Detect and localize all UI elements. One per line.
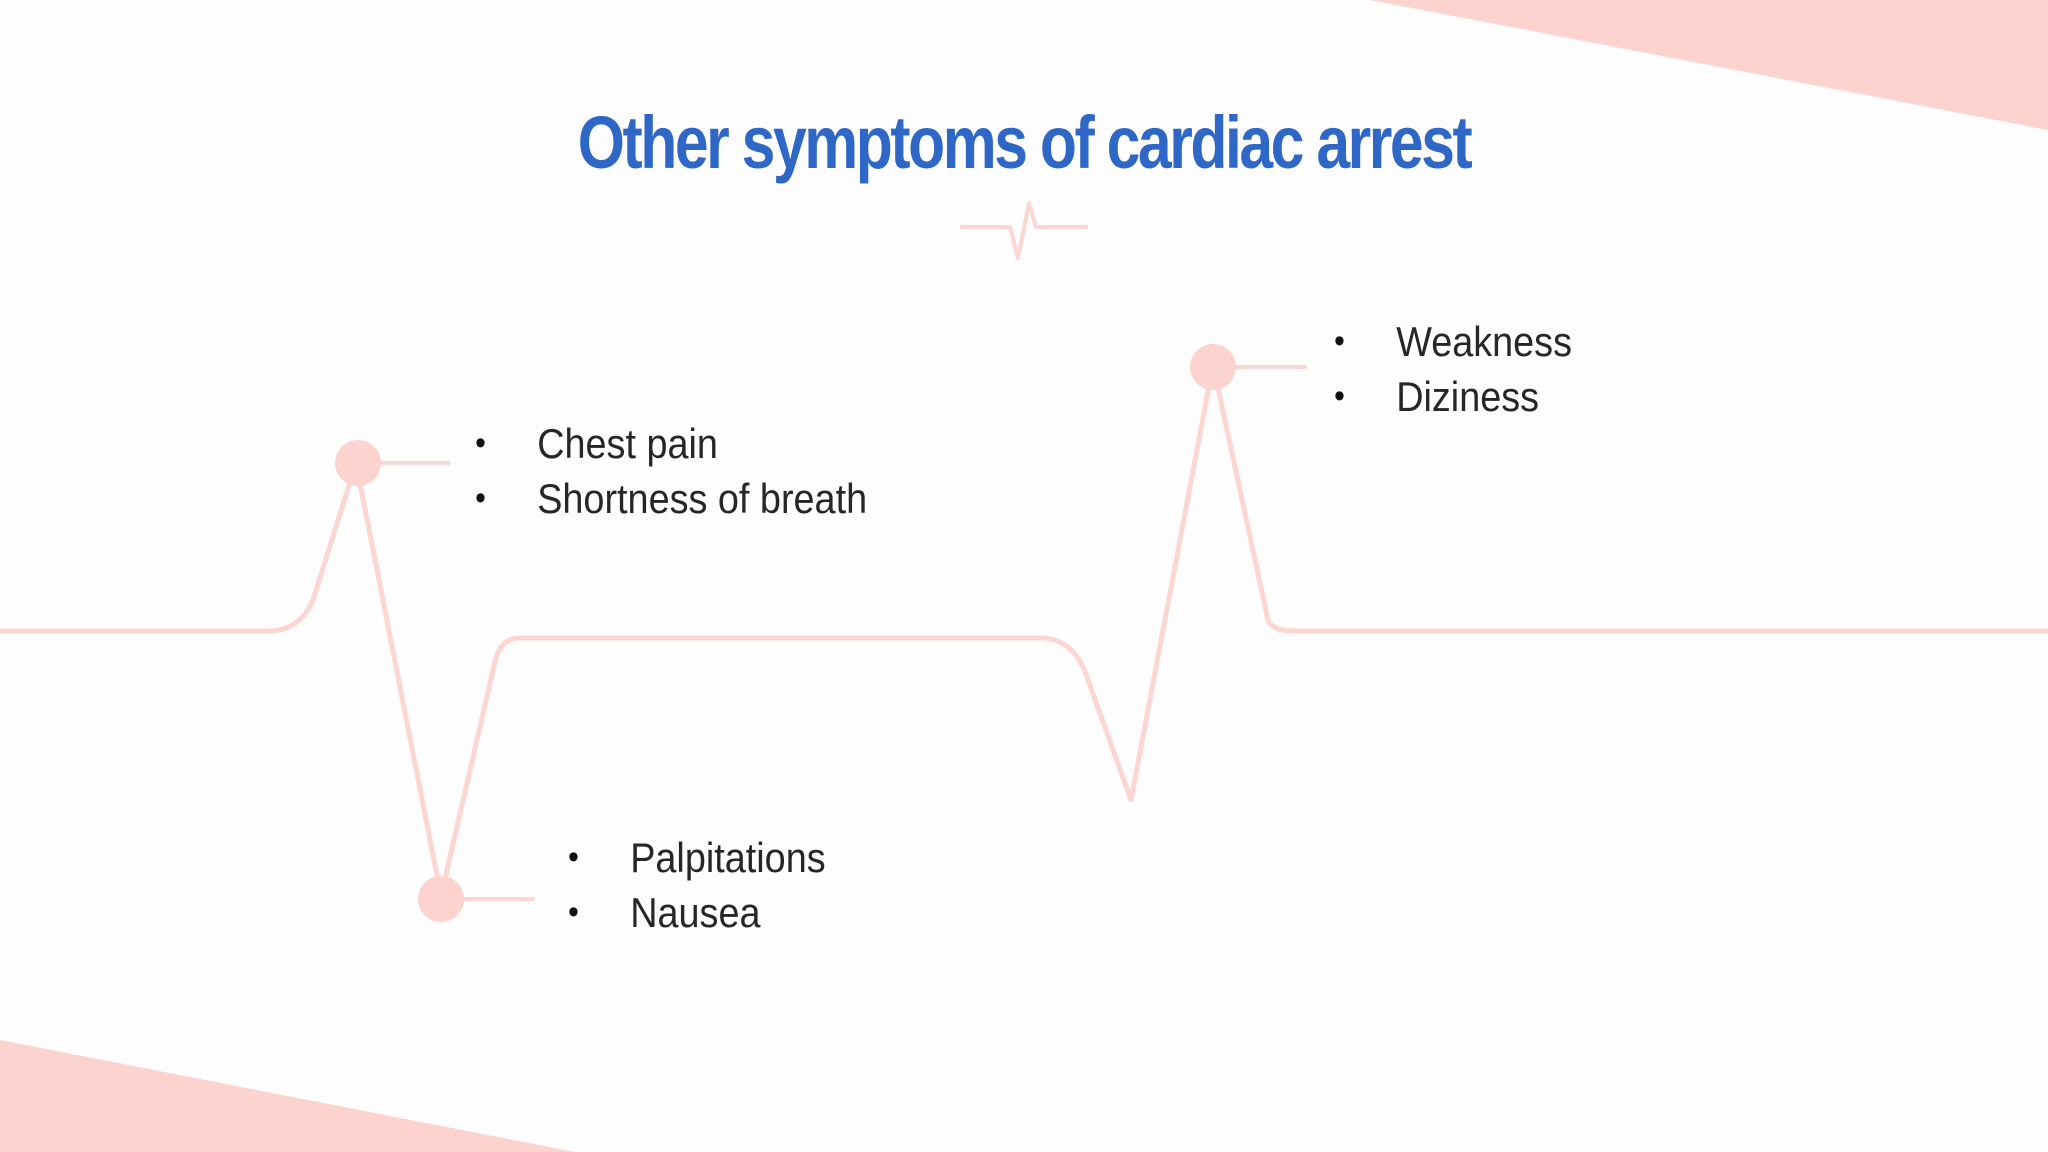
- slide-title: Other symptoms of cardiac arrest: [577, 101, 1473, 184]
- symptom-list-3: • Weakness • Diziness: [1326, 314, 1572, 424]
- bullet-dot: •: [475, 479, 486, 517]
- list-item: • Diziness: [1326, 369, 1572, 424]
- bullet-dot: •: [475, 424, 486, 462]
- ecg-pulse-icon: [960, 201, 1088, 260]
- symptom-label: Weakness: [1396, 318, 1572, 365]
- symptom-label: Diziness: [1396, 373, 1540, 420]
- symptom-list-1: • Chest pain • Shortness of breath: [467, 416, 867, 526]
- list-item: • Palpitations: [560, 830, 826, 885]
- bullet-dot: •: [1334, 322, 1345, 360]
- bottom-left-corner-shape: [0, 1040, 575, 1152]
- marker-dot-3: [1190, 344, 1236, 390]
- bullet-dot: •: [568, 893, 579, 931]
- symptom-label: Nausea: [630, 889, 761, 936]
- list-item: • Chest pain: [467, 416, 867, 471]
- marker-dot-1: [335, 440, 381, 486]
- bullet-dot: •: [568, 838, 579, 876]
- symptom-label: Palpitations: [630, 834, 826, 881]
- ecg-line: [0, 362, 2048, 899]
- list-item: • Weakness: [1326, 314, 1572, 369]
- symptom-label: Shortness of breath: [537, 475, 868, 522]
- bullet-dot: •: [1334, 377, 1345, 415]
- list-item: • Shortness of breath: [467, 471, 867, 526]
- symptom-label: Chest pain: [537, 420, 718, 467]
- list-item: • Nausea: [560, 885, 826, 940]
- top-right-corner-shape: [1370, 0, 2048, 130]
- marker-dot-2: [418, 876, 464, 922]
- symptom-list-2: • Palpitations • Nausea: [560, 830, 826, 940]
